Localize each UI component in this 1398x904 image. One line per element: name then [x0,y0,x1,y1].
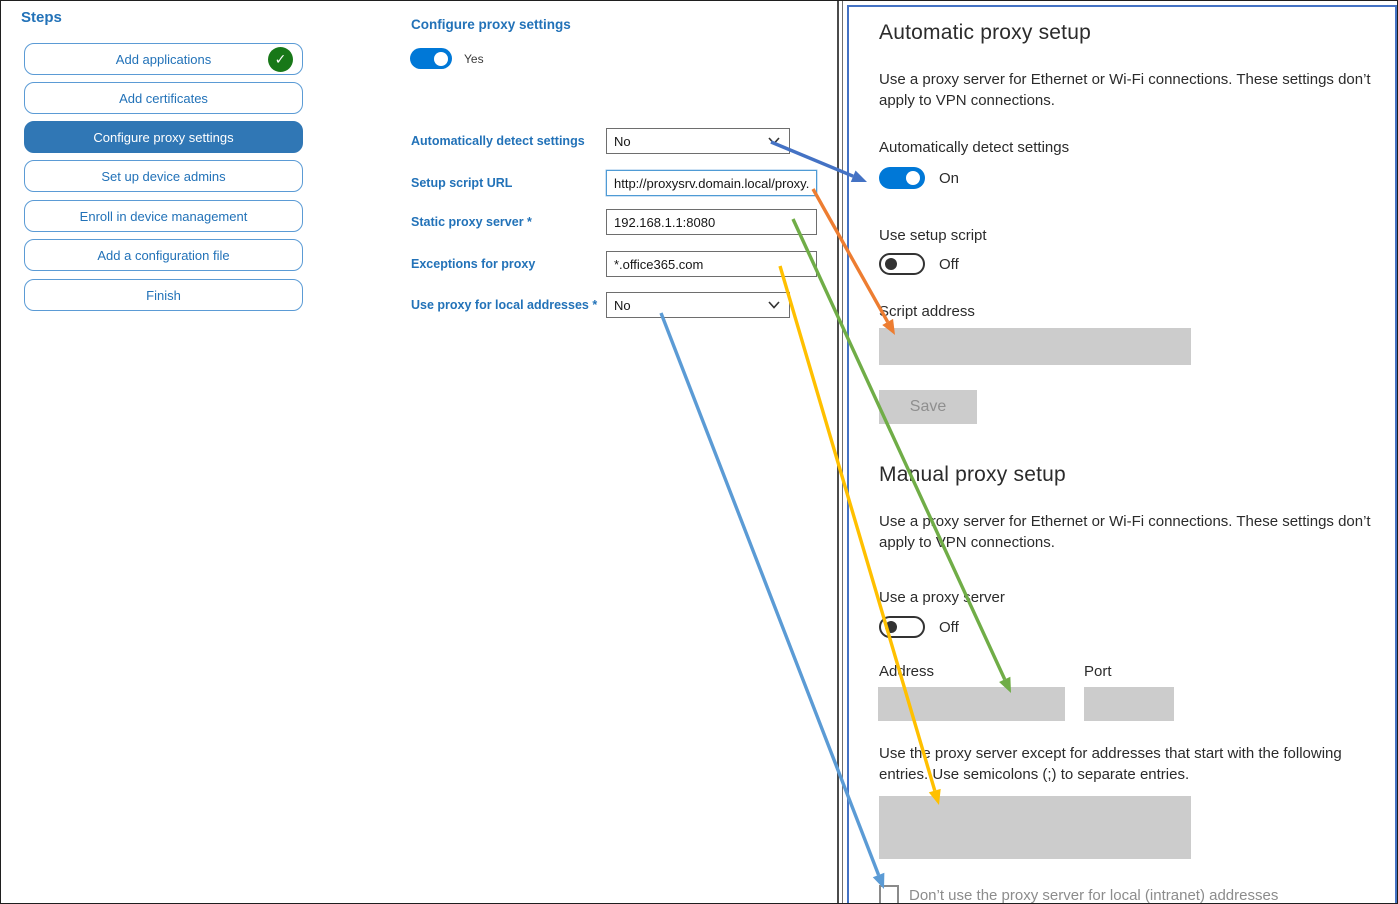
script-address-input[interactable] [879,328,1191,365]
step-configure-proxy-settings[interactable]: Configure proxy settings [24,121,303,153]
selected-value: No [614,297,631,313]
pane-divider [842,1,843,903]
toggle-knob [885,621,897,633]
use-proxy-server-state: Off [939,619,959,636]
selected-value: No [614,133,631,149]
pane-divider [837,1,839,903]
local-addresses-arrow [659,312,881,876]
setup-script-url-label: Setup script URL [411,176,513,190]
automatic-proxy-description: Use a proxy server for Ethernet or Wi-Fi… [879,71,1371,109]
chevron-down-icon [768,301,780,309]
detect-settings-select[interactable]: No [606,128,790,154]
step-add-certificates[interactable]: Add certificates [24,82,303,114]
save-button[interactable]: Save [879,390,977,424]
use-setup-script-state: Off [939,256,959,273]
step-add-applications[interactable]: Add applications ✓ [24,43,303,75]
bypass-local-checkbox[interactable] [879,885,899,903]
step-label: Add a configuration file [97,247,230,263]
step-label: Add certificates [119,90,208,106]
page-title: Configure proxy settings [411,17,571,32]
script-address-label: Script address [879,303,975,320]
port-input[interactable] [1084,687,1174,721]
use-setup-script-label: Use setup script [879,227,987,244]
toggle-knob [885,258,897,270]
setup-script-url-input[interactable] [606,170,817,196]
address-label: Address [879,663,935,680]
chevron-down-icon [768,137,780,145]
step-label: Set up device admins [101,168,226,184]
configure-proxy-toggle-label: Yes [464,52,484,66]
proxy-exceptions-label: Exceptions for proxy [411,257,536,271]
configure-proxy-toggle[interactable] [410,48,452,69]
automatic-proxy-heading: Automatic proxy setup [879,21,1091,44]
step-label: Finish [146,287,181,303]
use-proxy-server-toggle[interactable] [879,616,925,638]
local-addresses-select[interactable]: No [606,292,790,318]
step-add-configuration-file[interactable]: Add a configuration file [24,239,303,271]
address-input[interactable] [878,687,1065,721]
toggle-knob [434,51,448,66]
manual-proxy-heading: Manual proxy setup [879,463,1066,486]
step-label: Enroll in device management [79,208,248,224]
local-addresses-label: Use proxy for local addresses * [411,298,598,312]
static-proxy-input[interactable] [606,209,817,235]
proxy-exceptions-description: Use the proxy server except for addresse… [879,745,1342,783]
static-proxy-label: Static proxy server * [411,215,532,229]
step-set-up-device-admins[interactable]: Set up device admins [24,160,303,192]
port-label: Port [1084,663,1112,680]
step-enroll-device-management[interactable]: Enroll in device management [24,200,303,232]
auto-detect-toggle[interactable] [879,167,925,189]
step-label: Add applications [115,51,212,67]
steps-title: Steps [21,9,62,26]
proxy-exceptions-textarea[interactable] [879,796,1191,859]
detect-settings-label: Automatically detect settings [411,134,585,148]
step-label: Configure proxy settings [93,129,234,145]
auto-detect-state: On [939,170,960,187]
use-proxy-server-label: Use a proxy server [879,589,1005,606]
bypass-local-checkbox-label: Don’t use the proxy server for local (in… [909,887,1279,904]
auto-detect-label: Automatically detect settings [879,139,1070,156]
completed-check-icon: ✓ [268,47,293,72]
manual-proxy-description: Use a proxy server for Ethernet or Wi-Fi… [879,513,1371,551]
toggle-knob [906,171,920,185]
use-setup-script-toggle[interactable] [879,253,925,275]
step-finish[interactable]: Finish [24,279,303,311]
proxy-exceptions-input[interactable] [606,251,817,277]
